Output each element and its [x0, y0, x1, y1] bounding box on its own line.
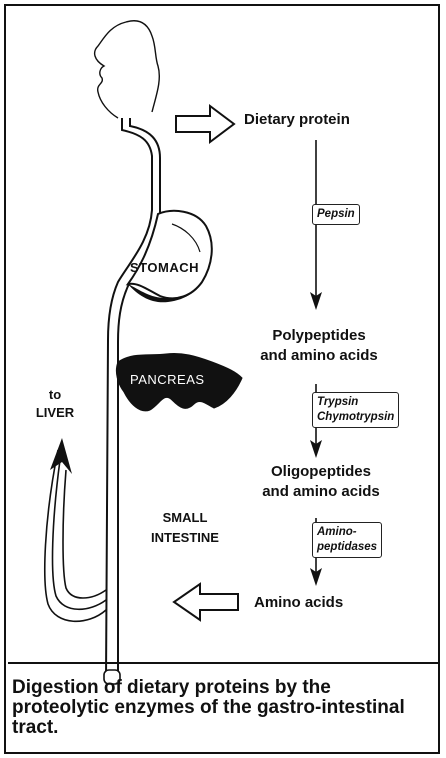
stage-oligopeptides: Oligopeptides and amino acids — [226, 462, 416, 502]
absorption-hollow-arrow — [174, 584, 238, 620]
intake-hollow-arrow — [176, 106, 234, 142]
head-profile — [95, 21, 160, 118]
stage-dietary-protein: Dietary protein — [244, 110, 350, 130]
organ-label-to-liver: to LIVER — [30, 386, 80, 422]
enzyme-aminopeptidases-line2: peptidases — [317, 540, 377, 555]
enzyme-aminopeptidases: Amino- peptidases — [312, 522, 382, 558]
enzyme-pepsin: Pepsin — [312, 204, 360, 225]
small-intestine-line1: SMALL — [142, 508, 228, 528]
to-liver-line1: to — [30, 386, 80, 404]
to-liver-arrowhead — [50, 438, 72, 474]
stage-amino-acids: Amino acids — [254, 593, 343, 613]
stage-polypeptides-line1: Polypeptides — [234, 326, 404, 346]
enzyme-chymotrypsin-label: Chymotrypsin — [317, 410, 394, 425]
portal-vein-loop-3 — [63, 470, 106, 598]
enzyme-aminopeptidases-line1: Amino- — [317, 525, 377, 540]
stage-oligopeptides-line1: Oligopeptides — [226, 462, 416, 482]
organ-label-stomach: STOMACH — [130, 258, 199, 278]
enzyme-trypsin-chymotrypsin: Trypsin Chymotrypsin — [312, 392, 399, 428]
organ-label-pancreas: PANCREAS — [130, 370, 205, 390]
stomach-shape — [128, 211, 212, 298]
stage-oligopeptides-line2: and amino acids — [226, 482, 416, 502]
small-intestine-line2: INTESTINE — [142, 528, 228, 548]
stage-polypeptides-line2: and amino acids — [234, 346, 404, 366]
portal-vein-loop-1 — [53, 460, 106, 609]
enzyme-pepsin-label: Pepsin — [317, 207, 355, 222]
caption-divider — [8, 662, 438, 664]
stage-polypeptides: Polypeptides and amino acids — [234, 326, 404, 366]
enzyme-trypsin-label: Trypsin — [317, 395, 394, 410]
to-liver-line2: LIVER — [30, 404, 80, 422]
organ-label-small-intestine: SMALL INTESTINE — [142, 508, 228, 548]
figure-caption: Digestion of dietary proteins by the pro… — [12, 678, 432, 738]
